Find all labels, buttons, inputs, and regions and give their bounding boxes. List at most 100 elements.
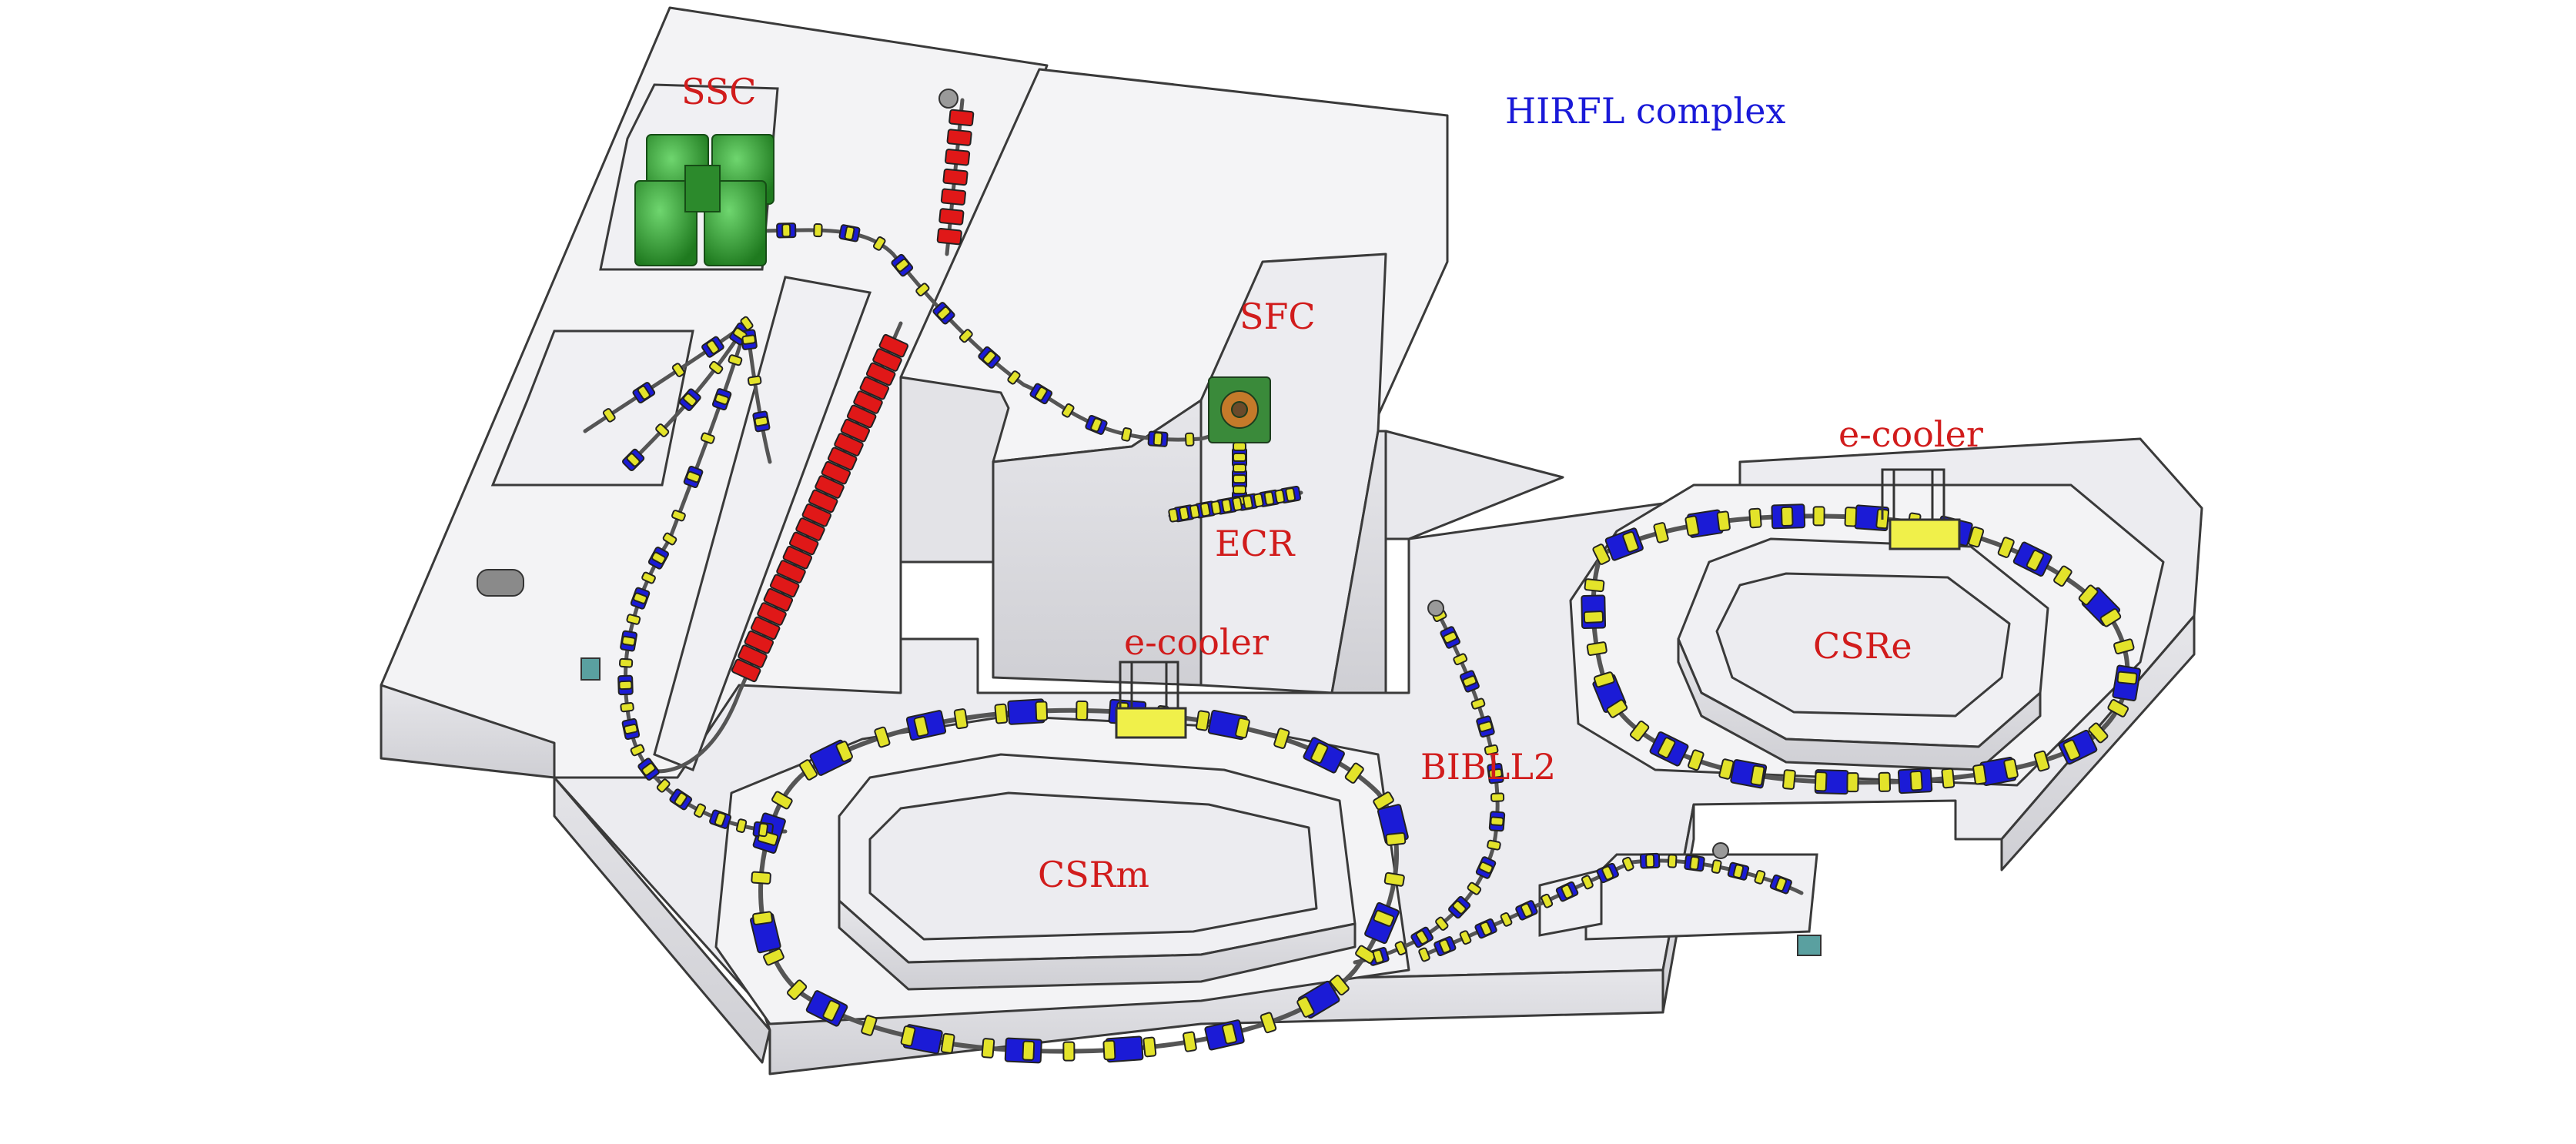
beamline-to-terminal-quadrupole	[1732, 864, 1745, 879]
beamline-bibll2-quadrupole	[1372, 949, 1384, 964]
sfc-center	[1231, 401, 1248, 418]
csrm-quadrupole	[874, 726, 891, 748]
linac-cavity	[788, 531, 819, 556]
csre-quadrupole	[1941, 768, 1955, 789]
csrm-quadrupole	[1035, 701, 1049, 721]
csre-quadrupole	[1583, 610, 1604, 624]
beamline-west-fan-quadrupole	[708, 360, 724, 375]
beamline-ecr-quadrupole	[1199, 502, 1211, 517]
label-ecr: ECR	[1215, 523, 1296, 564]
beamline-to-terminal-quadrupole	[1711, 859, 1722, 874]
csrm-quadrupole	[1076, 700, 1089, 721]
csrm-quadrupole	[798, 759, 818, 781]
csre-quadrupole	[2026, 550, 2045, 571]
beamline-ssc-out-quadrupole	[781, 223, 791, 238]
csrm-quadrupole	[1355, 945, 1377, 964]
beamline-injection-quadrupole	[620, 702, 634, 713]
csrm-inner-island-side	[838, 899, 1357, 991]
csrm-quadrupole	[900, 1025, 916, 1047]
beamline-injection-quadrupole	[656, 778, 671, 793]
beamline-injection-quadrupole	[618, 657, 634, 668]
linac-cavity	[738, 644, 768, 668]
beamline-injection-quadrupole	[618, 680, 633, 691]
csre-quadrupole	[1846, 772, 1859, 793]
linac-cavity	[801, 503, 832, 527]
beamline-ssc-out-quadrupole	[1153, 432, 1163, 447]
beamline-ssc-out-quadrupole	[958, 329, 973, 343]
beamline-injection-quadrupole	[641, 571, 656, 584]
beamline-ecr-quadrupole	[1243, 494, 1253, 510]
label-ssc: SSC	[681, 71, 756, 112]
csrm-quadrupole	[1344, 762, 1364, 784]
beamline-to-terminal-quadrupole	[1621, 856, 1634, 871]
beamline-bibll2-quadrupole	[1484, 744, 1499, 755]
csre-quadrupole	[1780, 506, 1794, 527]
linac-cavity	[763, 587, 794, 612]
e-cooler-csrm-body	[1115, 707, 1187, 739]
beamline-ssc-out-quadrupole	[844, 226, 855, 241]
csrm-core	[868, 791, 1318, 941]
csre-quadrupole	[1592, 544, 1611, 565]
beamline-injection-quadrupole	[714, 811, 727, 827]
beamline-ssc-out-quadrupole	[1034, 386, 1048, 401]
csrm-quadrupole	[1196, 710, 1210, 731]
beamline-bibll2-quadrupole	[1478, 861, 1494, 874]
csrm-quadrupole	[822, 999, 841, 1022]
csre-quadrupole	[1878, 771, 1892, 792]
linac-cavity	[840, 418, 871, 443]
beamline-to-terminal-quadrupole	[1561, 884, 1574, 899]
csre-quadrupole	[1968, 526, 1985, 548]
beamline-injection-quadrupole	[626, 614, 641, 625]
beamline-ssc-out-quadrupole	[1185, 432, 1195, 447]
linac-cavity	[942, 168, 969, 186]
linac-cavity	[872, 348, 902, 372]
csre-quadrupole	[1997, 537, 2015, 558]
beamline-injection-quadrupole	[630, 744, 645, 757]
csre-core	[1715, 572, 2011, 718]
e-cooler-csrm-device	[1115, 661, 1187, 739]
beamline-ssc-out-quadrupole	[915, 283, 930, 296]
beamline-bibll2-quadrupole	[1452, 900, 1467, 915]
beamline-west-fan-quadrupole	[754, 416, 769, 427]
csrm-quadrupole	[1260, 1012, 1277, 1034]
beamline-injection-quadrupole	[694, 803, 707, 818]
gauge-2	[1427, 600, 1444, 617]
csrm-enclosure	[714, 714, 1410, 1025]
beamline-to-terminal-quadrupole	[1601, 865, 1614, 881]
ramp	[1384, 430, 1564, 540]
csrm-quadrupole	[913, 715, 929, 738]
beamline-ssc-out-quadrupole	[813, 222, 823, 238]
linac-cavity	[750, 616, 781, 641]
beamline-bibll2-quadrupole	[1467, 881, 1482, 895]
beamline-bibll2-quadrupole	[1415, 930, 1429, 945]
beamline-to-terminal-quadrupole	[1418, 947, 1430, 962]
csre-quadrupole	[1653, 522, 1669, 544]
beamline-west-fan-quadrupole	[655, 423, 670, 437]
e-cooler-csre-frame	[1881, 468, 1945, 520]
beamline-bibll2-quadrupole	[1443, 631, 1458, 644]
csre-quadrupole	[2053, 565, 2073, 587]
ion-source-tank	[477, 569, 524, 597]
csre-quadrupole	[2088, 722, 2109, 744]
beamline-west-fan-quadrupole	[686, 470, 701, 483]
injector-hall-top	[380, 6, 1049, 779]
beamline-bibll2-quadrupole	[1488, 768, 1503, 779]
label-e-cooler-csre: e-cooler	[1838, 413, 1983, 455]
beamline-to-terminal-quadrupole	[1480, 921, 1492, 936]
beamline-injection-quadrupole	[633, 592, 647, 604]
csrm-quadrupole	[1235, 717, 1250, 739]
csrm-quadrupole	[771, 791, 793, 810]
beamline-bibll2-quadrupole	[1394, 941, 1407, 956]
beamline-injection-quadrupole	[621, 635, 636, 647]
west-pit	[490, 329, 694, 487]
linac-cavity	[731, 658, 761, 683]
beamline-ecr-quadrupole	[1221, 498, 1233, 513]
linac-cavity	[859, 376, 890, 400]
beamline-to-terminal-quadrupole	[1521, 902, 1533, 918]
ssc-core	[684, 165, 721, 212]
misc-equipment	[477, 89, 1822, 956]
beamline-ecr-quadrupole	[1274, 489, 1286, 504]
beamline-injection-quadrupole	[651, 551, 666, 564]
beamline-west-fan-quadrupole	[714, 393, 730, 406]
beamline-injection-quadrupole	[758, 822, 768, 838]
